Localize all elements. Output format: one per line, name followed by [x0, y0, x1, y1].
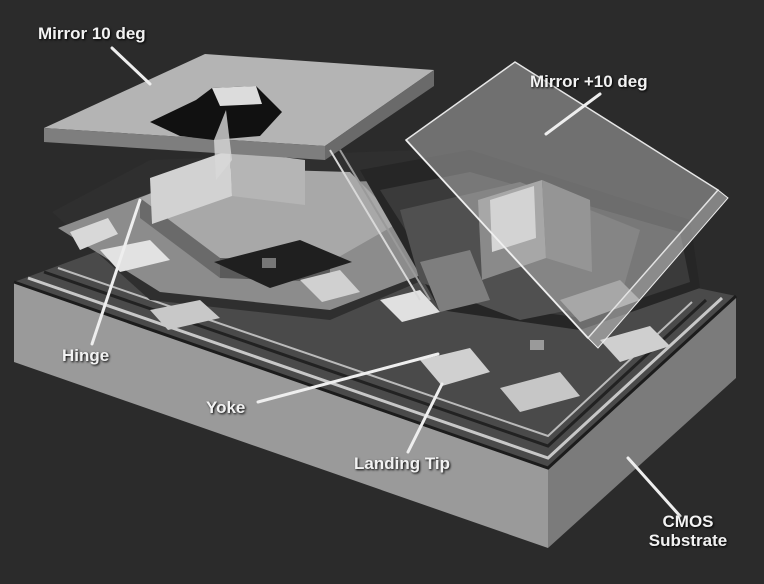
label-cmos-line2: Substrate	[636, 531, 740, 550]
label-landing-tip: Landing Tip	[354, 454, 450, 473]
label-cmos-substrate: CMOS Substrate	[636, 512, 740, 550]
leader-cmos	[628, 458, 680, 516]
label-yoke: Yoke	[206, 398, 245, 417]
label-mirror-minus-10: Mirror 10 deg	[38, 24, 146, 43]
label-cmos-line1: CMOS	[636, 512, 740, 531]
label-mirror-plus-10: Mirror +10 deg	[530, 72, 648, 91]
label-hinge: Hinge	[62, 346, 109, 365]
leader-mirror-minus	[112, 48, 150, 84]
